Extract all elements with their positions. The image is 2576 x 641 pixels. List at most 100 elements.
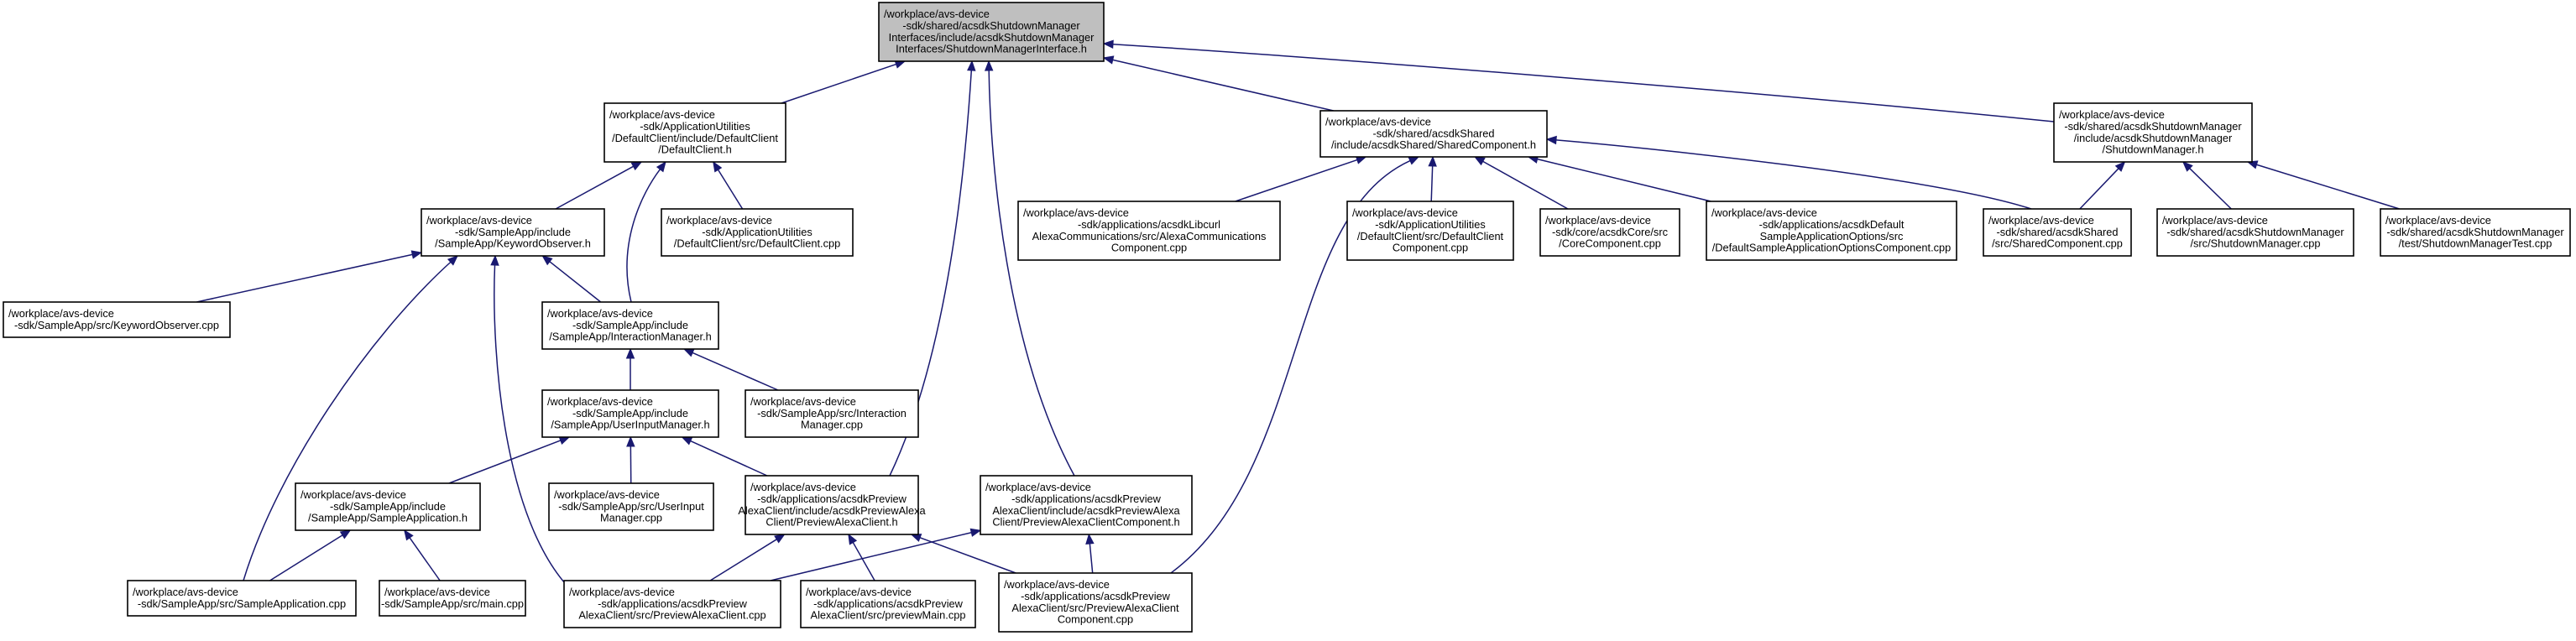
node-default_sample_options_cpp[interactable]: /workplace/avs-device-sdk/applications/a…: [1706, 201, 1957, 261]
node-box: [2053, 102, 2253, 163]
node-label-line: /SampleApp/SampleApplication.h: [308, 512, 468, 524]
arrowhead-icon: [447, 255, 458, 266]
edge-shared_component_cpp-to-shutdown_manager_h: [2079, 161, 2126, 210]
node-shutdown_manager_test_cpp[interactable]: /workplace/avs-device-sdk/shared/acsdkSh…: [2380, 208, 2571, 257]
node-label-line: -sdk/applications/acsdkPreview: [1011, 492, 1162, 505]
node-box: [980, 475, 1193, 535]
arrowhead-icon: [984, 60, 994, 71]
node-label-line: /workplace/avs-device: [426, 214, 532, 227]
node-box: [541, 389, 719, 438]
edge-main_cpp-to-sample_application_h: [404, 529, 441, 581]
edge-line: [988, 70, 1075, 477]
edge-line: [1555, 139, 2032, 210]
node-label-line: /src/SharedComponent.cpp: [1992, 237, 2123, 250]
node-shared_component_h[interactable]: /workplace/avs-device-sdk/shared/acsdkSh…: [1319, 110, 1548, 158]
arrowhead-icon: [967, 60, 976, 71]
edge-line: [717, 169, 744, 210]
edge-default_sample_options_cpp-to-shared_component_h: [1527, 154, 1711, 202]
edge-line: [692, 352, 779, 391]
node-preview_alexa_client_h[interactable]: /workplace/avs-device-sdk/applications/a…: [738, 475, 927, 535]
node-sample_application_cpp[interactable]: /workplace/avs-device-sdk/SampleApp/src/…: [127, 580, 357, 617]
node-main_cpp[interactable]: /workplace/avs-device-sdk/SampleApp/src/…: [379, 580, 526, 617]
edge-line: [196, 253, 413, 303]
node-user_input_manager_cpp[interactable]: /workplace/avs-device-sdk/SampleApp/src/…: [548, 482, 714, 531]
edge-line: [770, 531, 972, 581]
node-box: [548, 482, 714, 531]
edge-user_input_manager_h-to-interaction_manager_h: [625, 347, 635, 390]
node-label-line: /test/ShutdownManagerTest.cpp: [2399, 237, 2552, 250]
node-defaultclient_component_cpp[interactable]: /workplace/avs-device-sdk/ApplicationUti…: [1346, 201, 1514, 261]
arrowhead-icon: [541, 255, 553, 266]
node-label-line: -sdk/shared/acsdkShutdownManager: [2166, 226, 2344, 238]
node-box: [379, 580, 526, 617]
arrowhead-icon: [682, 348, 695, 357]
node-label-line: /workplace/avs-device: [1545, 214, 1651, 227]
arrowhead-icon: [490, 254, 499, 266]
node-box: [3, 301, 231, 338]
node-core_component_cpp[interactable]: /workplace/avs-device-sdk/core/acsdkCore…: [1539, 208, 1680, 257]
node-label-line: /workplace/avs-device: [1711, 206, 1817, 219]
node-label-line: AlexaClient/include/acsdkPreviewAlexa: [738, 504, 926, 517]
node-label-line: /ShutdownManager.h: [2103, 143, 2204, 156]
node-label-line: -sdk/ApplicationUtilities: [640, 120, 750, 133]
arrowhead-icon: [910, 534, 922, 542]
edge-line: [494, 264, 588, 605]
node-label-line: /workplace/avs-device: [8, 307, 114, 320]
node-box: [745, 475, 919, 535]
node-shared_component_cpp[interactable]: /workplace/avs-device-sdk/shared/acsdkSh…: [1983, 208, 2132, 257]
node-box: [1346, 201, 1514, 261]
edge-line: [1482, 160, 1569, 210]
arrowhead-icon: [404, 529, 414, 541]
edge-shutdown_manager_h-to-shutdown_iface: [1102, 39, 2055, 122]
arrowhead-icon: [2246, 160, 2259, 169]
arrowhead-icon: [1085, 533, 1095, 545]
node-sample_application_h[interactable]: /workplace/avs-device-sdk/SampleApp/incl…: [295, 482, 481, 531]
arrowhead-icon: [1473, 156, 1486, 166]
node-defaultclient_h[interactable]: /workplace/avs-device-sdk/ApplicationUti…: [604, 102, 786, 163]
node-keyword_observer_cpp[interactable]: /workplace/avs-device-sdk/SampleApp/src/…: [3, 301, 231, 338]
edge-preview_alexa_client_cpp-to-preview_alexa_client_component_h: [770, 528, 982, 581]
node-box: [661, 208, 854, 257]
arrowhead-icon: [630, 161, 643, 171]
node-label-line: /DefaultClient.h: [658, 143, 732, 156]
node-defaultclient_cpp[interactable]: /workplace/avs-device-sdk/ApplicationUti…: [661, 208, 854, 257]
node-label-line: /workplace/avs-device: [569, 586, 675, 598]
node-label-line: AlexaClient/src/PreviewAlexaClient.cpp: [578, 609, 765, 622]
node-label-line: /workplace/avs-device: [2385, 214, 2491, 227]
node-label-line: -sdk/shared/acsdkShared: [1372, 127, 1494, 139]
node-label-line: /DefaultClient/src/DefaultClient: [1357, 230, 1504, 242]
node-label-line: /workplace/avs-device: [609, 108, 715, 121]
node-shutdown_iface: /workplace/avs-device-sdk/shared/acsdkSh…: [878, 2, 1105, 62]
node-label-line: /workplace/avs-device: [547, 307, 653, 320]
edge-defaultclient_h-to-shutdown_iface: [781, 60, 907, 104]
node-label-line: Interfaces/include/acsdkShutdownManager: [889, 31, 1095, 44]
node-label-line: Component.cpp: [1393, 242, 1468, 254]
node-label-line: -sdk/SampleApp/include: [330, 500, 446, 513]
node-label-line: Component.cpp: [1058, 613, 1133, 626]
edge-line: [919, 537, 1016, 574]
node-libcurl_alexa_comm_cpp[interactable]: /workplace/avs-device-sdk/applications/a…: [1017, 201, 1281, 261]
node-user_input_manager_h[interactable]: /workplace/avs-device-sdk/SampleApp/incl…: [541, 389, 719, 438]
node-preview_alexa_client_component_cpp[interactable]: /workplace/avs-device-sdk/applications/a…: [998, 572, 1193, 633]
edge-shared_component_h-to-shutdown_iface: [1102, 55, 1334, 112]
node-interaction_manager_cpp[interactable]: /workplace/avs-device-sdk/SampleApp/src/…: [745, 389, 919, 438]
edge-keyword_observer_cpp-to-keyword_observer_h: [196, 250, 423, 303]
node-box: [2156, 208, 2354, 257]
node-keyword_observer_h[interactable]: /workplace/avs-device-sdk/SampleApp/incl…: [421, 208, 605, 257]
node-preview_alexa_client_cpp[interactable]: /workplace/avs-device-sdk/applications/a…: [563, 580, 781, 628]
arrowhead-icon: [410, 250, 423, 259]
node-shutdown_manager_h[interactable]: /workplace/avs-device-sdk/shared/acsdkSh…: [2053, 102, 2253, 163]
edge-line: [448, 440, 562, 484]
node-preview_main_cpp[interactable]: /workplace/avs-device-sdk/applications/a…: [800, 580, 976, 628]
edge-line: [781, 63, 896, 104]
node-shutdown_manager_cpp[interactable]: /workplace/avs-device-sdk/shared/acsdkSh…: [2156, 208, 2354, 257]
node-interaction_manager_h[interactable]: /workplace/avs-device-sdk/SampleApp/incl…: [541, 301, 719, 350]
node-label-line: /CoreComponent.cpp: [1559, 237, 1661, 250]
node-box: [1539, 208, 1680, 257]
arrowhead-icon: [2182, 161, 2193, 172]
edge-sample_application_cpp-to-sample_application_h: [269, 529, 352, 581]
node-preview_alexa_client_component_h[interactable]: /workplace/avs-device-sdk/applications/a…: [980, 475, 1193, 535]
node-box: [1983, 208, 2132, 257]
node-box: [745, 389, 919, 438]
edge-preview_alexa_client_component_cpp-to-preview_alexa_client_h: [910, 534, 1016, 574]
